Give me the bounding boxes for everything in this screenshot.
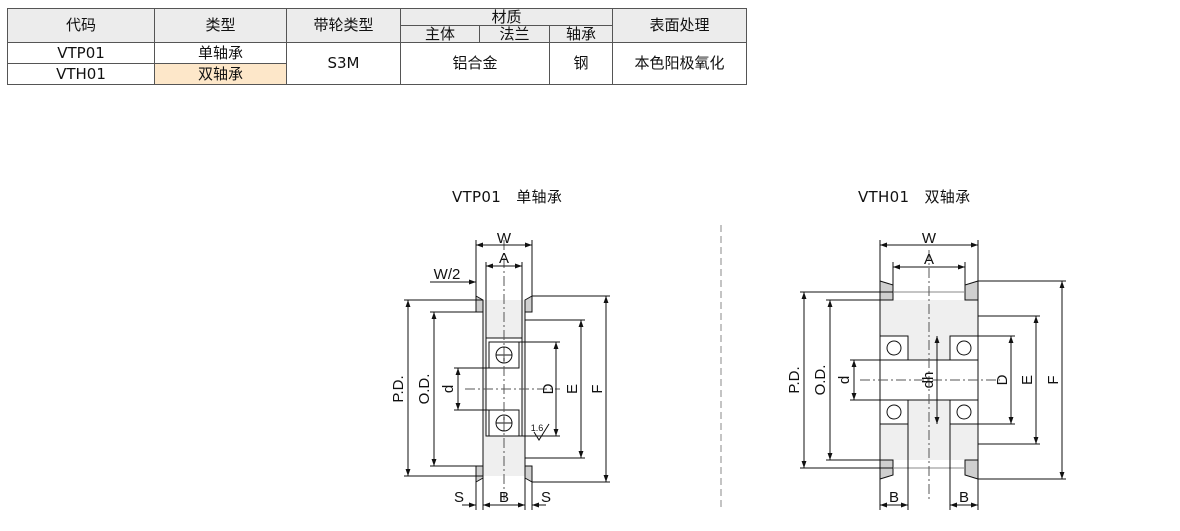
right-drawing xyxy=(800,240,1066,510)
left-label-w2: W/2 xyxy=(434,266,461,283)
cell-body-flange: 铝合金 xyxy=(400,42,550,85)
right-label-od: O.D. xyxy=(812,365,829,396)
left-drawing-title: VTP01 单轴承 xyxy=(452,188,563,206)
left-drawing xyxy=(404,240,610,510)
right-label-f: F xyxy=(1045,375,1062,384)
left-label-s-right: S xyxy=(541,489,551,506)
left-label-od: O.D. xyxy=(416,374,433,405)
left-label-f: F xyxy=(589,384,606,393)
left-label-w: W xyxy=(497,230,512,247)
header-code: 代码 xyxy=(7,8,155,43)
left-label-e: E xyxy=(564,384,581,394)
header-bearing: 轴承 xyxy=(549,25,613,43)
left-label-big-d: D xyxy=(540,383,557,394)
left-label-pd: P.D. xyxy=(390,375,407,402)
left-label-d: d xyxy=(440,385,457,393)
right-label-a: A xyxy=(924,251,934,268)
spec-table: 代码 类型 带轮类型 材质 表面处理 主体 法兰 轴承 VTP01 单轴承 S3… xyxy=(7,8,747,85)
right-label-pd: P.D. xyxy=(786,366,803,393)
left-label-s-left: S xyxy=(454,489,464,506)
right-label-w: W xyxy=(922,230,937,247)
cell-bearing: 钢 xyxy=(549,42,613,85)
cell-surface: 本色阳极氧化 xyxy=(612,42,747,85)
right-label-dh: dh xyxy=(920,372,937,389)
right-label-e: E xyxy=(1019,375,1036,385)
right-label-b-right: B xyxy=(959,489,969,506)
left-label-roughness: 1.6 xyxy=(531,423,544,433)
left-label-b: B xyxy=(499,489,509,506)
right-drawing-title: VTH01 双轴承 xyxy=(858,188,971,206)
row-vth01-type: 双轴承 xyxy=(154,63,287,85)
left-label-a: A xyxy=(499,250,509,267)
header-surface: 表面处理 xyxy=(612,8,747,43)
row-vtp01-code: VTP01 xyxy=(7,42,155,64)
cell-pulley-type: S3M xyxy=(286,42,401,85)
header-flange: 法兰 xyxy=(479,25,550,43)
right-label-d: d xyxy=(836,376,853,384)
row-vth01-code: VTH01 xyxy=(7,63,155,85)
right-label-b-left: B xyxy=(889,489,899,506)
right-label-big-d: D xyxy=(994,374,1011,385)
